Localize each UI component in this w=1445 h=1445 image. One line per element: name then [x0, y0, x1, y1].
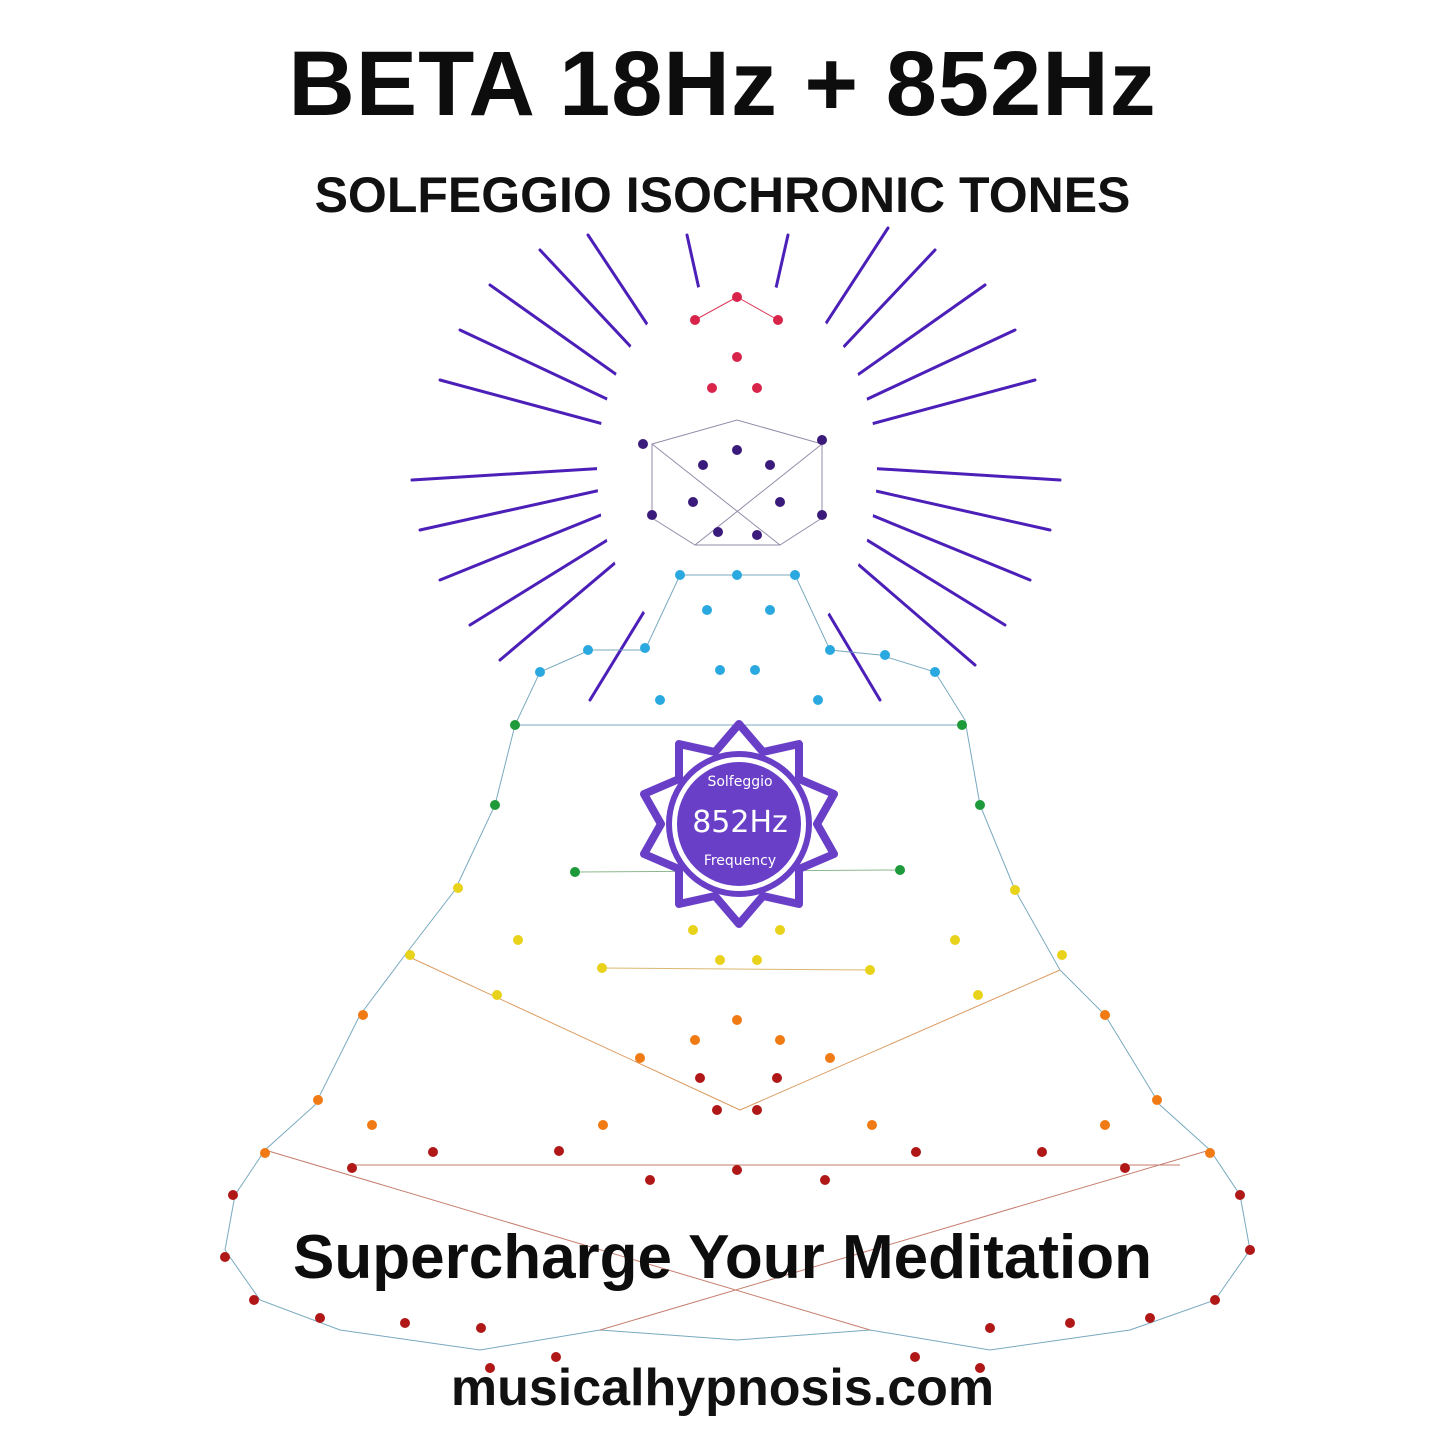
sacral-nodes	[260, 1010, 1215, 1158]
tagline: Supercharge Your Meditation	[293, 1223, 1152, 1292]
solar-nodes	[405, 883, 1067, 1000]
heart-nodes	[490, 720, 985, 877]
badge-bottom-label: Frequency	[703, 853, 777, 869]
third-eye-nodes	[638, 435, 827, 540]
page-subtitle: SOLFEGGIO ISOCHRONIC TONES	[314, 167, 1131, 223]
badge-top-label: Solfeggio	[707, 774, 773, 790]
throat-nodes	[535, 570, 940, 705]
website-url: musicalhypnosis.com	[450, 1359, 995, 1417]
badge-frequency: 852Hz	[692, 805, 788, 840]
root-nodes	[220, 1073, 1255, 1373]
page-title: BETA 18Hz + 852Hz	[288, 33, 1157, 135]
crown-nodes	[690, 292, 783, 393]
solfeggio-badge-icon	[640, 720, 838, 928]
